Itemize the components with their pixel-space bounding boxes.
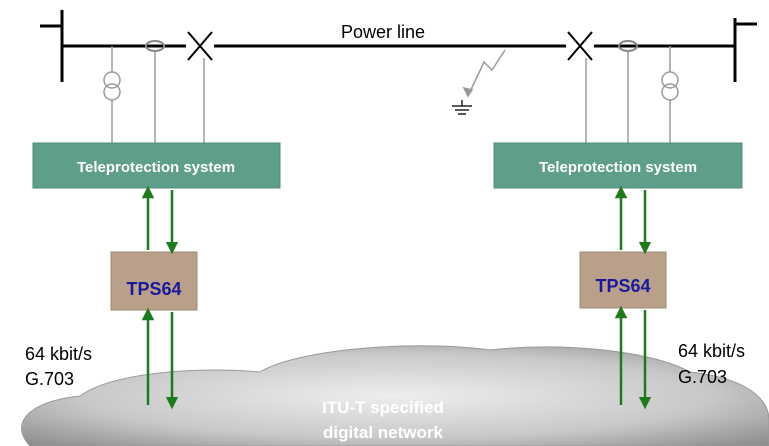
left-device-label: TPS64	[126, 279, 181, 299]
left-interface-standard: G.703	[25, 369, 74, 389]
right-device-label: TPS64	[595, 276, 650, 296]
digital-network-cloud	[21, 345, 769, 446]
right-measurement-wiring	[585, 40, 679, 143]
left-busbar	[40, 10, 64, 82]
right-tps64-box	[579, 251, 667, 309]
right-system-label: Teleprotection system	[539, 159, 697, 176]
left-arrows	[141, 185, 179, 410]
left-interface-rate: 64 kbit/s	[25, 344, 92, 364]
left-system-label: Teleprotection system	[77, 159, 235, 176]
fault-to-ground-symbol	[452, 49, 506, 115]
right-interface-standard: G.703	[678, 367, 727, 387]
right-interface-rate: 64 kbit/s	[678, 341, 745, 361]
right-busbar	[733, 18, 757, 82]
left-measurement-wiring	[103, 40, 205, 143]
left-tps64-box	[110, 251, 198, 311]
power-line-label: Power line	[341, 22, 425, 42]
network-label-line2: digital network	[323, 423, 444, 442]
right-arrows	[614, 185, 652, 410]
right-breaker	[566, 31, 594, 61]
network-label-line1: ITU-T specified	[322, 398, 444, 417]
left-teleprotection-box	[32, 142, 281, 189]
left-breaker	[186, 31, 214, 61]
